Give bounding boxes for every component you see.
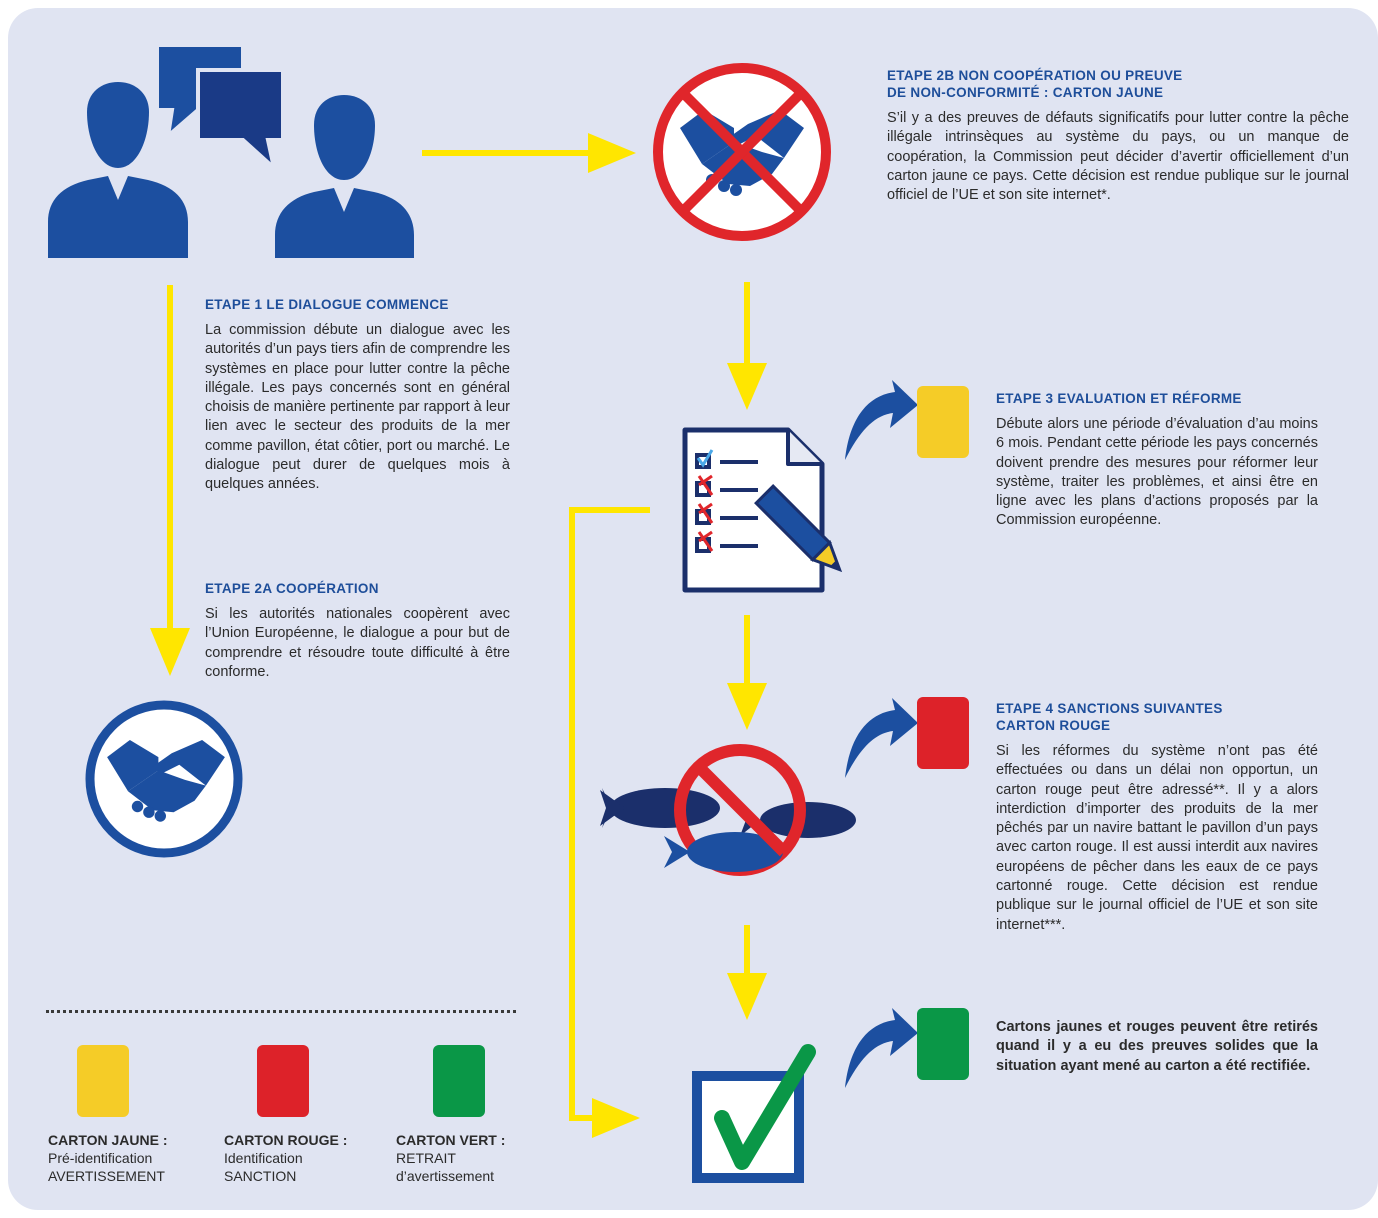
curved-arrow-icon: [845, 380, 918, 1088]
step2b-heading-line2: DE NON-CONFORMITÉ : CARTON JAUNE: [887, 85, 1164, 100]
legend-yellow-line2: AVERTISSEMENT: [48, 1168, 165, 1184]
checklist-document-pencil-icon: [682, 427, 843, 593]
arrow-down-head: [727, 973, 767, 1020]
legend-yellow-card: [77, 1045, 129, 1117]
step2a-text: Si les autorités nationales coopèrent av…: [205, 606, 510, 680]
legend-yellow-line1: Pré-identification: [48, 1150, 153, 1166]
withdrawal-text: Cartons jaunes et rouges peuvent être re…: [996, 1019, 1318, 1074]
legend-red-card: [257, 1045, 309, 1117]
dialogue-icon: [48, 43, 414, 258]
legend-green-line1: RETRAIT: [396, 1150, 456, 1166]
legend-green-title: CARTON VERT :: [396, 1132, 506, 1148]
legend-green-card: [433, 1045, 485, 1117]
yellow-arrows: [150, 133, 767, 1138]
arrow-right-head: [592, 1098, 640, 1138]
step2b-heading: ETAPE 2B NON COOPÉRATION OU PREUVE DE NO…: [887, 67, 1349, 101]
fish-prohibited-icon: [600, 744, 856, 876]
step4-heading-line2: CARTON ROUGE: [996, 718, 1111, 733]
step2a-heading: ETAPE 2A COOPÉRATION: [205, 581, 379, 596]
person-right-icon: [275, 95, 414, 258]
step3-heading: ETAPE 3 EVALUATION ET RÉFORME: [996, 391, 1242, 406]
step3-block: ETAPE 3 EVALUATION ET RÉFORME Débute alo…: [996, 390, 1318, 531]
legend-red-line1: Identification: [224, 1150, 303, 1166]
step2b-heading-line1: ETAPE 2B NON COOPÉRATION OU PREUVE: [887, 68, 1183, 83]
step1-heading: ETAPE 1 LE DIALOGUE COMMENCE: [205, 297, 449, 312]
step3-text: Débute alors une période d’évaluation d’…: [996, 416, 1318, 529]
legend-green-line2: d’avertissement: [396, 1168, 495, 1184]
green-checkmark-box-icon: [692, 1044, 816, 1183]
yellow-card: [917, 386, 969, 458]
legend-yellow-title: CARTON JAUNE :: [48, 1132, 168, 1148]
legend-red: CARTON ROUGE : Identification SANCTION: [224, 1045, 374, 1185]
person-left-icon: [48, 82, 188, 258]
green-card: [917, 1008, 969, 1080]
arrow-down-head: [727, 363, 767, 410]
step2a-block: ETAPE 2A COOPÉRATION Si les autorités na…: [205, 580, 510, 682]
step4-heading: ETAPE 4 SANCTIONS SUIVANTES CARTON ROUGE: [996, 700, 1318, 734]
legend-yellow: CARTON JAUNE : Pré-identification AVERTI…: [48, 1045, 198, 1185]
step4-block: ETAPE 4 SANCTIONS SUIVANTES CARTON ROUGE…: [996, 700, 1318, 935]
handshake-prohibited-icon: [653, 63, 831, 241]
legend-green: CARTON VERT : RETRAIT d’avertissement: [396, 1045, 546, 1185]
legend-red-line2: SANCTION: [224, 1168, 297, 1184]
legend-red-title: CARTON ROUGE :: [224, 1132, 348, 1148]
arrow-right-head: [588, 133, 636, 173]
arrow-down-head: [150, 628, 190, 676]
step2b-block: ETAPE 2B NON COOPÉRATION OU PREUVE DE NO…: [887, 67, 1349, 205]
red-card: [917, 697, 969, 769]
handshake-circle-icon: [85, 700, 243, 858]
legend-divider: [46, 1010, 516, 1013]
speech-bubble-back-icon: [196, 68, 285, 174]
step1-block: ETAPE 1 LE DIALOGUE COMMENCE La commissi…: [205, 296, 510, 495]
step2b-text: S’il y a des preuves de défauts signific…: [887, 110, 1349, 204]
withdrawal-block: Cartons jaunes et rouges peuvent être re…: [996, 1018, 1318, 1076]
step4-text: Si les réformes du système n’ont pas été…: [996, 743, 1318, 933]
step1-text: La commission débute un dialogue avec le…: [205, 322, 510, 493]
step4-heading-line1: ETAPE 4 SANCTIONS SUIVANTES: [996, 701, 1223, 716]
arrow-down-head: [727, 683, 767, 730]
